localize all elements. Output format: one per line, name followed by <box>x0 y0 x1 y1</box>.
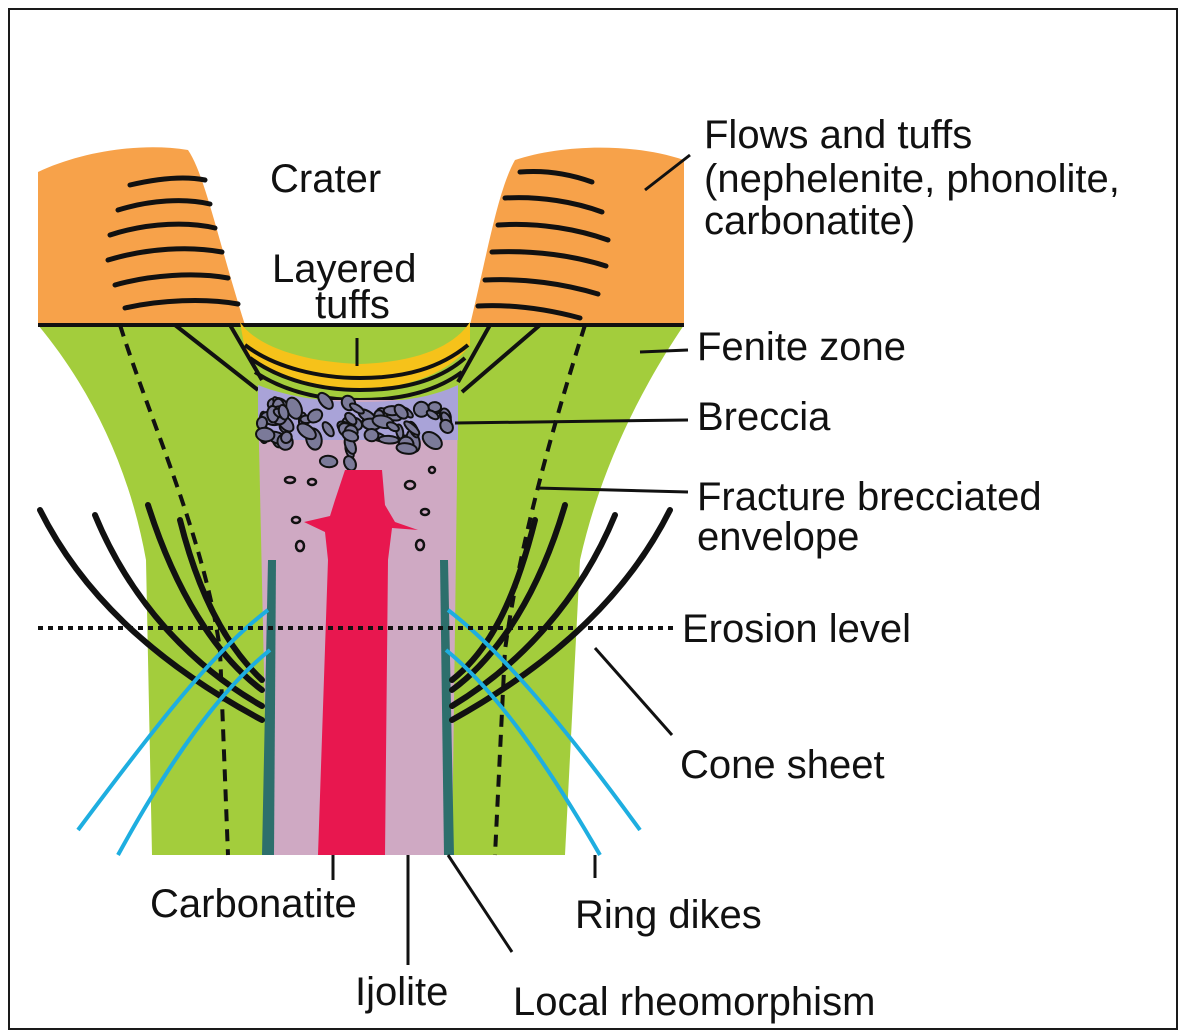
label-fenite-zone: Fenite zone <box>697 325 906 369</box>
label-carbonatite: Carbonatite <box>150 882 357 926</box>
breccia-clast <box>319 455 337 468</box>
label-breccia: Breccia <box>697 395 831 439</box>
label-flows-line3: carbonatite) <box>704 199 915 243</box>
label-cone-sheet: Cone sheet <box>680 743 885 787</box>
flows-and-tuffs-left <box>38 147 245 325</box>
label-erosion-level: Erosion level <box>682 607 911 651</box>
label-fracture-line1: Fracture brecciated <box>697 475 1042 519</box>
label-flows-line1: Flows and tuffs <box>704 113 972 157</box>
label-layered-tuffs-line2: tuffs <box>315 283 390 327</box>
breccia-clast <box>364 428 379 442</box>
label-ring-dikes: Ring dikes <box>575 893 762 937</box>
breccia-clast <box>379 435 399 444</box>
label-flows-line2: (nephelenite, phonolite, <box>704 157 1120 201</box>
label-crater: Crater <box>270 157 381 201</box>
flows-and-tuffs-right <box>470 148 684 325</box>
label-ijolite: Ijolite <box>355 970 448 1014</box>
label-local-rheomorphism: Local rheomorphism <box>513 980 875 1024</box>
label-fracture-line2: envelope <box>697 515 859 559</box>
